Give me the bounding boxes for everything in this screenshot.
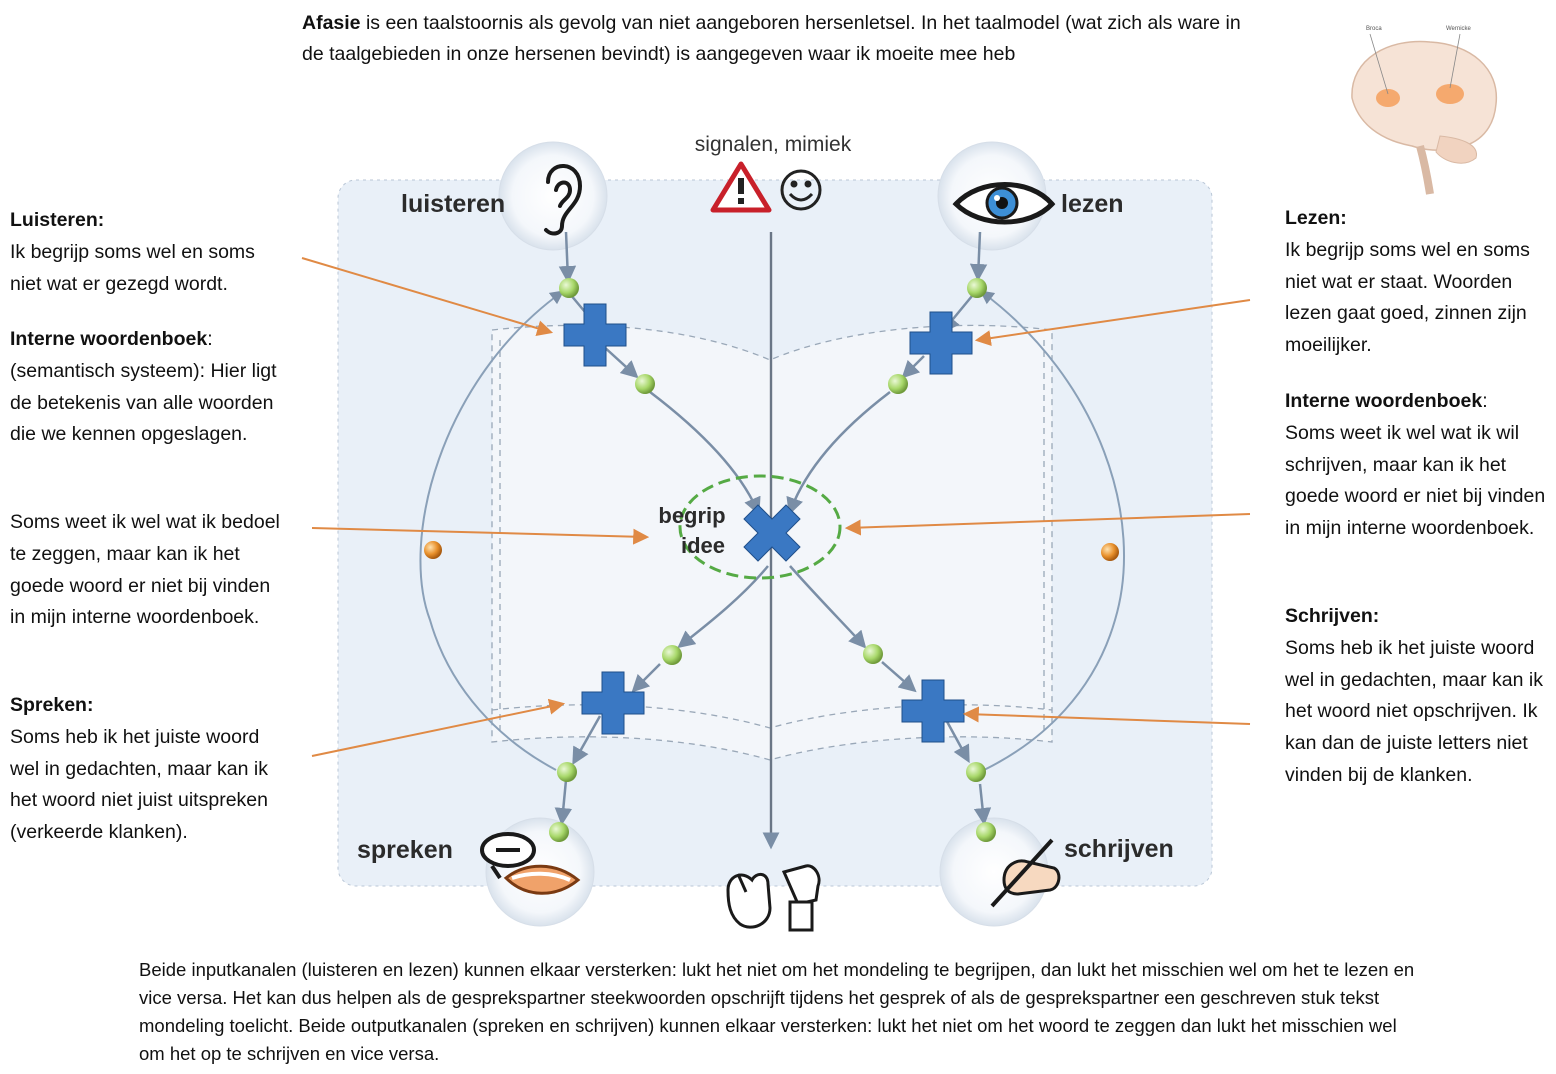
- center-ring: [678, 474, 842, 580]
- brain-illustration: Broca Wernicke: [1351, 26, 1498, 195]
- left-luisteren: Luisteren: Ik begrijp soms wel en soms n…: [10, 205, 290, 300]
- right-arc: [979, 290, 1126, 771]
- right-lezen-text: Ik begrijp soms wel en soms niet wat er …: [1285, 238, 1530, 357]
- node-speak-1: [662, 645, 682, 665]
- intro-body: is een taalstoornis als gevolg van niet …: [302, 12, 1241, 65]
- cross-write-icon: [901, 679, 965, 743]
- node-listen-1: [559, 278, 579, 298]
- node-write-2: [966, 762, 986, 782]
- gesture-hands-icon: [726, 864, 821, 932]
- right-woordenboek-text: Soms weet ik wel wat ik wil schrijven, m…: [1285, 421, 1546, 540]
- cross-read-icon: [909, 311, 973, 375]
- node-write-3: [976, 822, 996, 842]
- left-woordenboek-title: Interne woordenboek: [10, 328, 208, 350]
- arrow-soms: [311, 527, 650, 545]
- left-luisteren-title: Luisteren:: [10, 209, 105, 231]
- left-soms-text: Soms weet ik wel wat ik bedoel te zeggen…: [10, 511, 280, 629]
- left-woordenboek-text: (semantisch systeem): Hier ligt de betek…: [10, 359, 277, 446]
- label-listen: luisteren: [401, 190, 505, 218]
- top-label: signalen, mimiek: [695, 133, 852, 156]
- right-lezen-title: Lezen:: [1285, 207, 1347, 229]
- brain-label-wernicke: Wernicke: [1446, 26, 1472, 32]
- mouth-icon: [480, 832, 581, 895]
- node-write-1: [863, 644, 883, 664]
- left-woordenboek-colon: :: [207, 328, 213, 350]
- label-write: schrijven: [1064, 835, 1174, 863]
- smiley-icon: [780, 169, 822, 211]
- arrow-schrijven: [962, 706, 1251, 725]
- arrow-luisteren: [301, 257, 554, 337]
- right-woordenboek-colon: :: [1482, 390, 1488, 412]
- ear-icon: [544, 164, 583, 236]
- arrow-lezen: [974, 299, 1251, 347]
- listen-halo: [498, 141, 608, 251]
- right-schrijven-text: Soms heb ik het juiste woord wel in geda…: [1285, 636, 1543, 786]
- node-read-2: [888, 374, 908, 394]
- bottom-text: Beide inputkanalen (luisteren en lezen) …: [139, 959, 1415, 1064]
- node-left-arc: [424, 541, 442, 559]
- node-speak-3: [549, 822, 569, 842]
- left-spreken-text: Soms heb ik het juiste woord wel in geda…: [10, 725, 268, 844]
- right-schrijven-title: Schrijven:: [1285, 605, 1380, 627]
- left-spreken: Spreken: Soms heb ik het juiste woord we…: [10, 690, 285, 849]
- left-arc: [419, 290, 565, 771]
- node-speak-2: [557, 762, 577, 782]
- label-speak: spreken: [357, 836, 453, 864]
- brain-label-broca: Broca: [1366, 26, 1382, 32]
- warning-triangle-icon: [710, 161, 772, 213]
- intro-text: Afasie is een taalstoornis als gevolg va…: [302, 8, 1262, 70]
- node-read-1: [967, 278, 987, 298]
- cross-listen-icon: [563, 303, 627, 367]
- label-read: lezen: [1061, 190, 1124, 218]
- arrow-woordenboek-right: [844, 513, 1251, 536]
- right-schrijven: Schrijven: Soms heb ik het juiste woord …: [1285, 601, 1547, 792]
- left-woordenboek: Interne woordenboek: (semantisch systeem…: [10, 324, 280, 451]
- intro-term: Afasie: [302, 12, 361, 34]
- eye-icon: [952, 182, 1056, 225]
- arrow-spreken: [311, 698, 566, 757]
- node-right-arc: [1101, 543, 1119, 561]
- left-soms: Soms weet ik wel wat ik bedoel te zeggen…: [10, 507, 285, 634]
- node-listen-2: [635, 374, 655, 394]
- cross-center-icon: [743, 504, 801, 562]
- left-spreken-title: Spreken:: [10, 694, 94, 716]
- label-center-2: idee: [681, 533, 725, 558]
- writing-hand-icon: [990, 838, 1061, 908]
- label-center-1: begrip: [658, 503, 725, 528]
- right-woordenboek: Interne woordenboek: Soms weet ik wel wa…: [1285, 386, 1547, 545]
- cross-speak-icon: [581, 671, 645, 735]
- left-luisteren-text: Ik begrijp soms wel en soms niet wat er …: [10, 240, 255, 295]
- right-woordenboek-title: Interne woordenboek: [1285, 390, 1483, 412]
- right-lezen: Lezen: Ik begrijp soms wel en soms niet …: [1285, 203, 1547, 362]
